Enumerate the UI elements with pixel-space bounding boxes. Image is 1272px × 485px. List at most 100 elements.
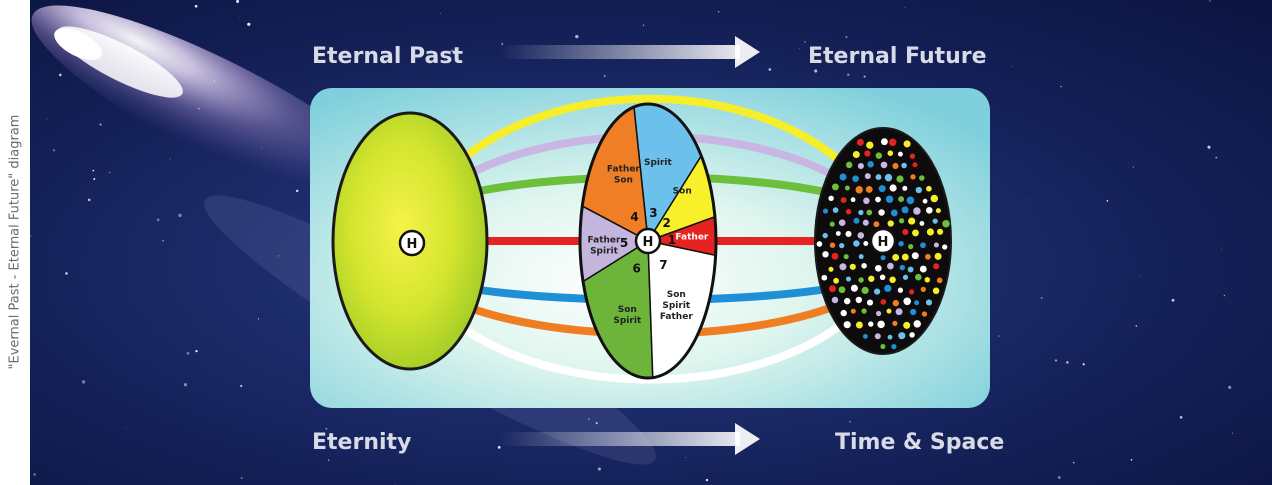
segment-6: [580, 239, 656, 378]
star: [87, 198, 91, 202]
dot: [822, 232, 828, 239]
star: [1011, 65, 1013, 67]
dot: [887, 150, 894, 156]
dot: [932, 218, 938, 224]
dot: [887, 220, 894, 227]
dot: [821, 274, 828, 281]
star: [213, 80, 216, 82]
dot: [845, 161, 853, 169]
segment-label-5: Spirit: [590, 246, 619, 256]
dot: [877, 320, 885, 329]
star: [904, 6, 906, 8]
segment-number-1: 1: [668, 233, 676, 247]
star: [240, 477, 243, 479]
dot: [850, 308, 856, 314]
dot: [843, 254, 849, 260]
dot: [866, 141, 874, 149]
caption-strip: "Evernal Past - Eternal Future" diagram: [0, 0, 30, 485]
star: [587, 418, 590, 420]
dot: [898, 332, 906, 340]
dot: [858, 277, 864, 283]
segment-label-4: Son: [614, 176, 633, 186]
dot: [880, 161, 888, 169]
star: [575, 34, 579, 39]
star: [1130, 458, 1133, 461]
dot: [937, 228, 944, 235]
dot: [831, 183, 839, 191]
dot: [850, 284, 858, 292]
dot: [867, 161, 874, 168]
label-eternal-future: Eternal Future: [808, 44, 987, 69]
dot: [873, 221, 880, 228]
right-oval: H: [814, 127, 952, 355]
hub-right-letter: H: [878, 235, 889, 250]
segment-label-1: Father: [675, 232, 709, 242]
dot: [891, 343, 897, 350]
segment-label-6: Spirit: [613, 316, 642, 326]
dot: [839, 263, 847, 271]
dot: [831, 252, 839, 260]
star: [93, 178, 96, 180]
star: [847, 73, 850, 76]
star: [240, 384, 243, 388]
dot: [911, 252, 919, 260]
dot: [868, 321, 874, 327]
dot: [934, 252, 942, 260]
dot: [857, 232, 865, 239]
dot: [901, 162, 907, 169]
star: [156, 218, 160, 222]
star: [194, 4, 198, 8]
star: [1072, 461, 1075, 464]
dot: [861, 308, 867, 314]
dot: [897, 287, 904, 293]
dot: [895, 308, 903, 316]
dot: [899, 264, 906, 271]
dot: [942, 244, 948, 250]
dot: [901, 206, 909, 214]
dot: [910, 308, 917, 316]
dot: [852, 150, 860, 159]
dot: [913, 207, 921, 215]
star: [169, 158, 171, 160]
segment-number-2: 2: [663, 216, 671, 230]
label-eternity: Eternity: [312, 430, 412, 455]
star: [501, 42, 504, 45]
dot: [844, 185, 850, 191]
star: [597, 467, 601, 471]
star: [799, 47, 800, 49]
dot: [863, 197, 870, 205]
dot: [865, 185, 873, 193]
dot: [888, 138, 897, 147]
left-oval: H: [331, 111, 489, 371]
dot: [920, 286, 926, 293]
star: [1060, 85, 1062, 88]
dot: [853, 217, 860, 224]
dot: [920, 242, 926, 249]
star: [1026, 199, 1028, 201]
dot: [822, 208, 829, 214]
dot: [892, 320, 898, 327]
star: [1054, 359, 1058, 362]
dot: [862, 219, 869, 226]
dot: [878, 209, 885, 216]
star: [1215, 156, 1218, 159]
dot: [838, 286, 846, 294]
dot: [915, 186, 922, 194]
star: [768, 68, 772, 71]
dot: [890, 209, 898, 217]
dot: [874, 264, 882, 272]
star: [842, 3, 844, 5]
star: [497, 446, 501, 449]
dot: [919, 265, 927, 273]
dot: [898, 241, 904, 247]
dot: [849, 263, 856, 270]
star: [236, 0, 240, 3]
dot: [903, 297, 911, 306]
dot: [926, 185, 932, 192]
dot: [880, 255, 886, 261]
label-eternal-past: Eternal Past: [312, 44, 464, 69]
star: [33, 473, 36, 476]
dot: [935, 208, 941, 214]
star: [863, 75, 866, 78]
